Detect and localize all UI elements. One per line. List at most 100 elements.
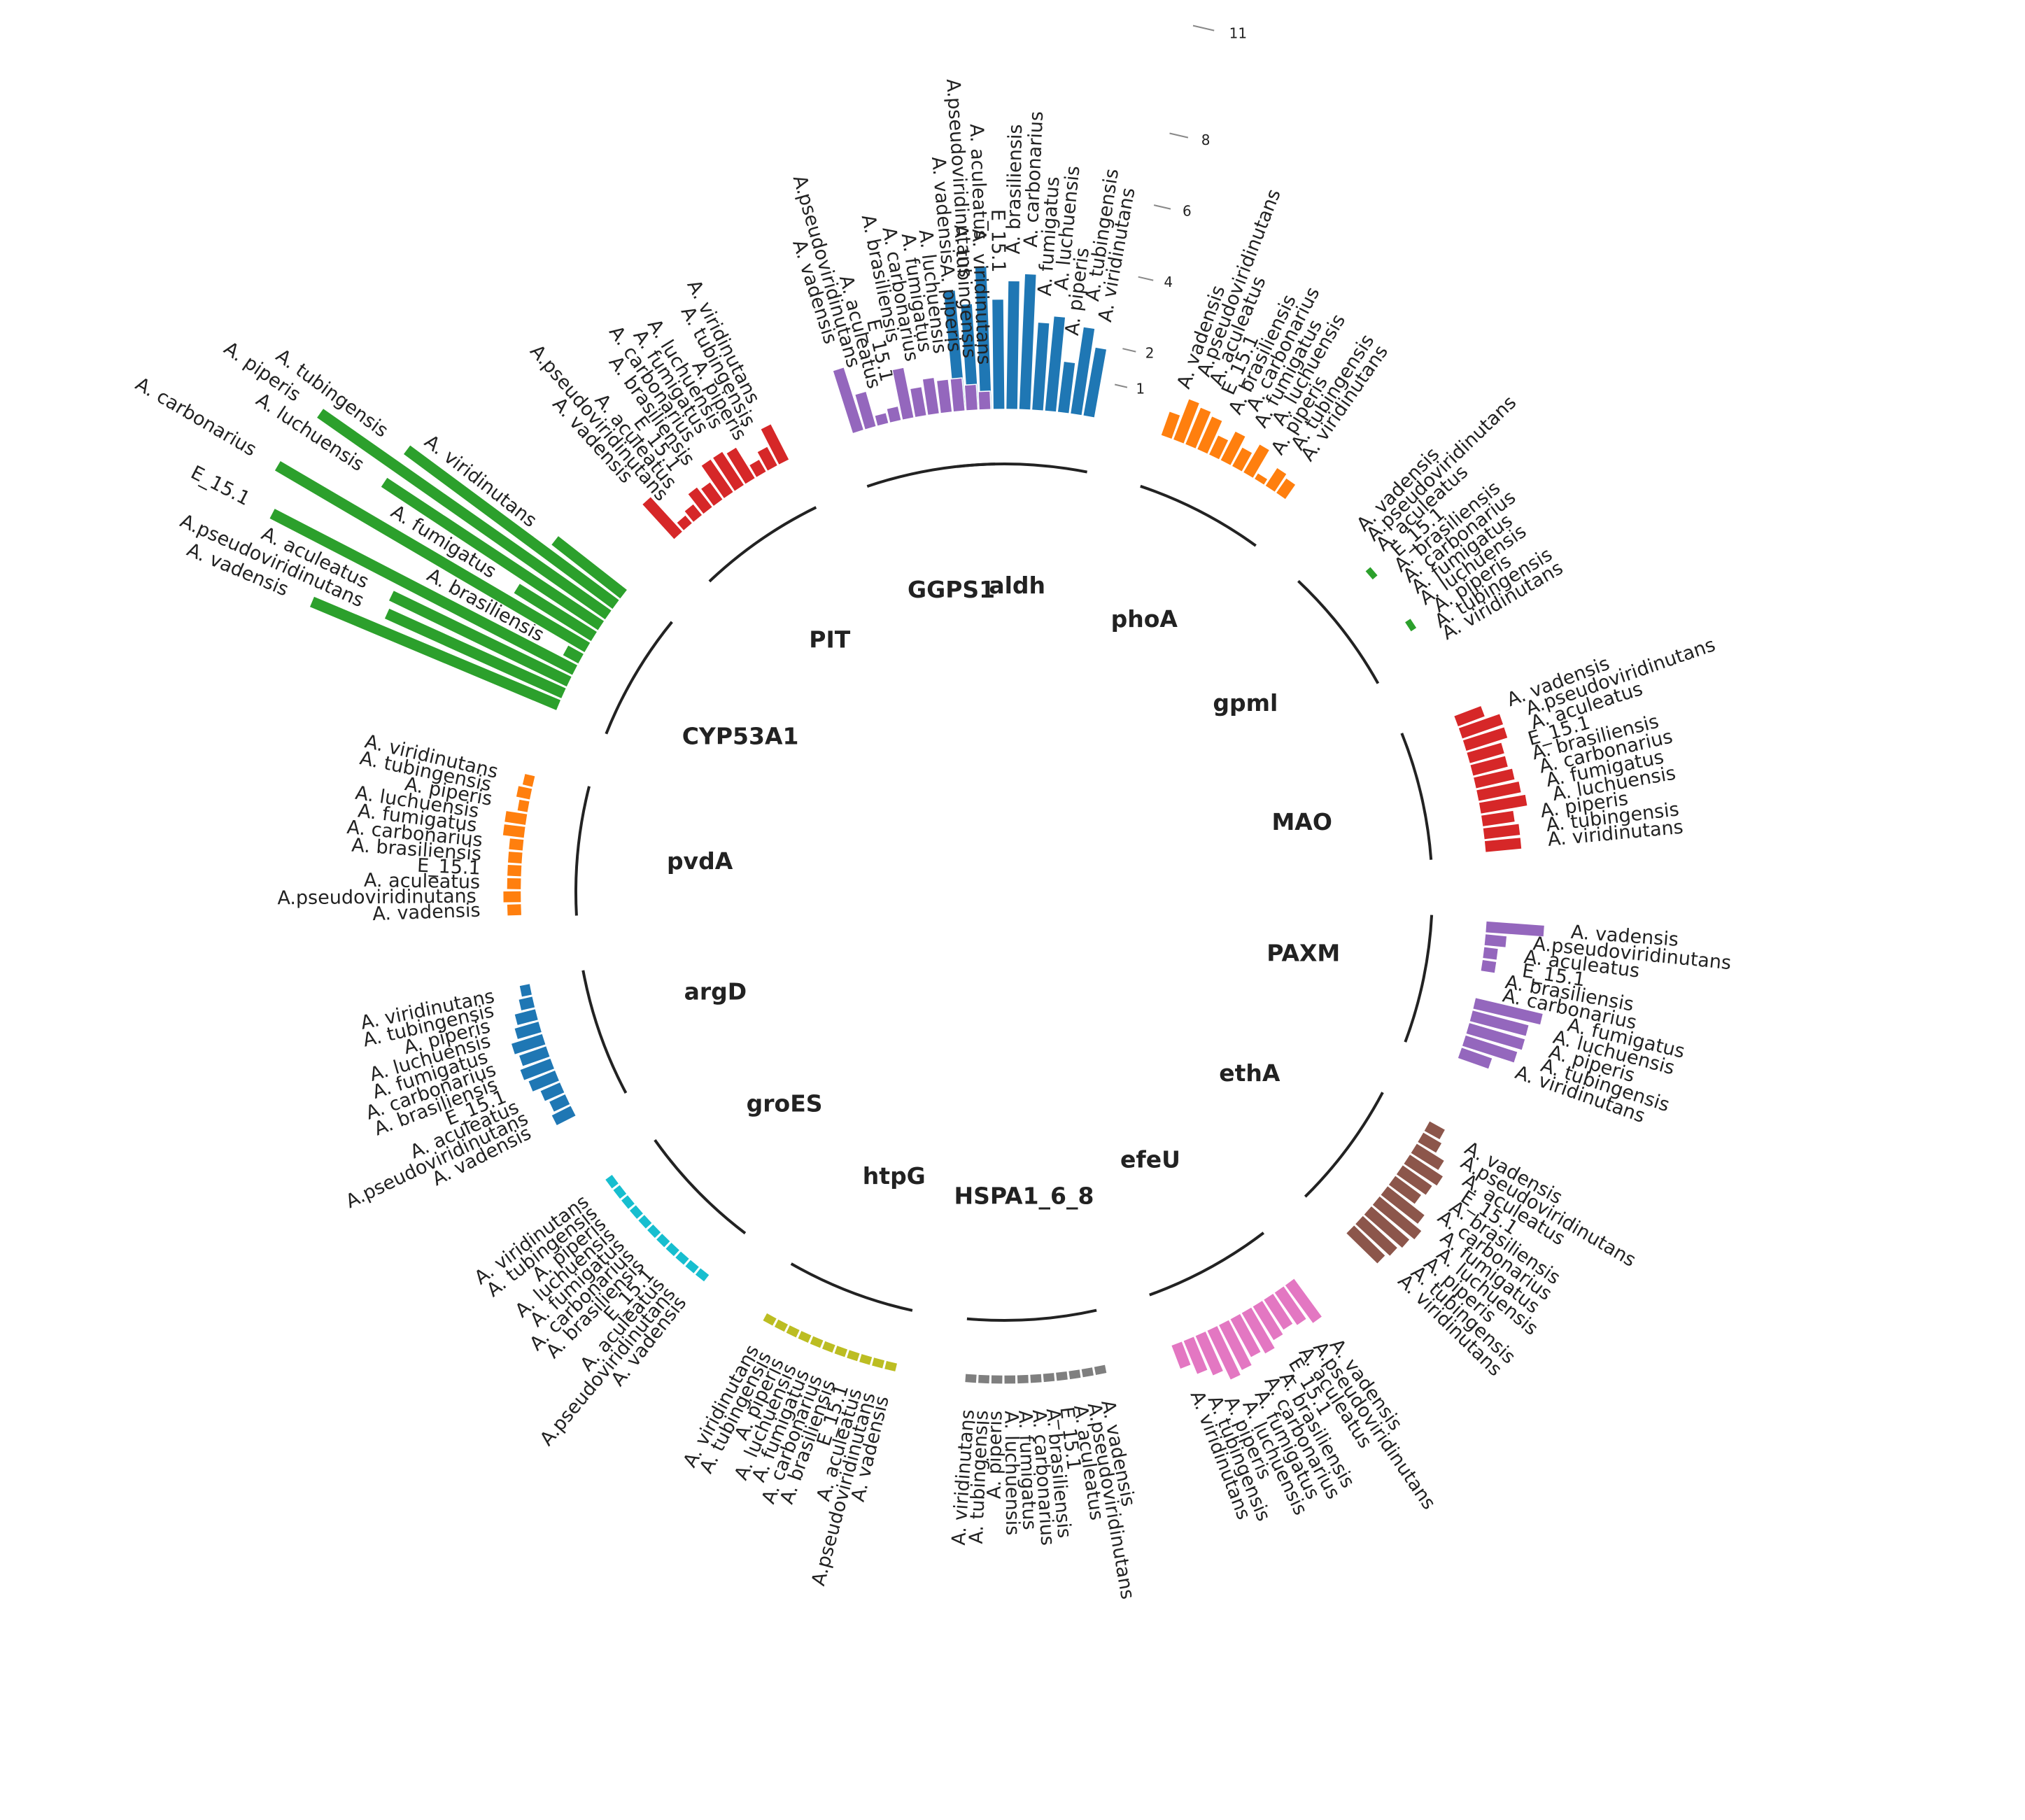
bar: GGPS1 – A. fumigatus: 1: [922, 376, 940, 416]
bar: MAO – A. viridinutans: 1: [1483, 836, 1523, 854]
bar: phoA – A. vadensis: 0.7: [1159, 410, 1182, 440]
bar: gpml – A. piperis: 0.2: [1404, 617, 1418, 633]
gene-group-cyp53a1: CYP53A1CYP53A1 – A. vadensis: 7.3A. vade…: [132, 337, 798, 749]
bar: PIT – A. tubingensis: 0.6: [756, 445, 779, 472]
species-label: A.pseudoviridinutans: [277, 886, 477, 910]
species-label: A. carbonarius: [132, 373, 260, 460]
bar: PIT – A. carbonarius: 1.1: [700, 458, 735, 500]
gene-arc: [1140, 484, 1257, 547]
bar: PIT – E_15.1: 0.7: [686, 486, 714, 516]
gene-group-pit: PITPIT – A. vadensis: 1.3A. vadensisPIT …: [525, 276, 851, 653]
bar: efeU – A. piperis: 1.2: [1194, 1329, 1225, 1377]
bar: CYP53A1 – A. tubingensis: 7.1: [402, 444, 621, 611]
species-label: E_15.1: [416, 855, 481, 880]
bar: efeU – A.pseudoviridinutans: 1.1: [1273, 1285, 1308, 1327]
bar: HSPA1_6_8 – A. vadensis: 0.25: [1093, 1363, 1108, 1376]
bar: aldh – A. fumigatus: 2.4: [1031, 321, 1050, 412]
gene-group-ggps1: GGPS1GGPS1 – A. vadensis: 1.8A. vadensis…: [788, 173, 995, 603]
bar: groES – A. luchuensis: 0.25: [628, 1204, 645, 1220]
bar: htpG – E_15.1: 0.25: [845, 1348, 861, 1363]
bar: htpG – A. luchuensis: 0.25: [796, 1329, 813, 1345]
bar: htpG – A.pseudoviridinutans: 0.25: [870, 1356, 886, 1370]
gene-label: efeU: [1120, 1145, 1180, 1173]
bar: argD – A. fumigatus: 0.9: [510, 1032, 547, 1056]
gene-group-efeu: efeUefeU – A. vadensis: 1.3A. vadensisef…: [1120, 1145, 1440, 1524]
bar: pvdA – A. aculeatus: 0.4: [506, 877, 523, 891]
species-label: A. viridinutans: [968, 228, 995, 365]
bar: GGPS1 – A. viridinutans: 0.5: [978, 390, 992, 411]
bar: GGPS1 – A. aculeatus: 0.3: [873, 411, 890, 428]
gene-arc: [866, 463, 996, 488]
bar: htpG – A. piperis: 0.25: [784, 1324, 801, 1339]
bar: PAXM – A. tubingensis: 1.5: [1461, 1034, 1519, 1064]
bar: ethA – A. piperis: 1.4: [1362, 1204, 1411, 1250]
gene-label: GGPS1: [908, 576, 995, 603]
bar: phoA – A. piperis: 0.2: [1253, 472, 1269, 486]
bar: phoA – A. carbonarius: 0.9: [1219, 430, 1247, 467]
bar: MAO – A. carbonarius: 1.1: [1472, 767, 1516, 790]
bar: ethA – A. brasiliensis: 1: [1395, 1164, 1434, 1197]
bar: pvdA – A. fumigatus: 0.6: [502, 823, 527, 839]
gene-arc: [1404, 915, 1434, 1043]
tick-mark: [1169, 132, 1189, 139]
gene-arc: [574, 786, 591, 916]
gene-group-hspa1-6-8: HSPA1_6_8HSPA1_6_8 – A. vadensis: 0.25A.…: [948, 1183, 1139, 1601]
bar: PAXM – A.pseudoviridinutans: 0.6: [1483, 933, 1508, 949]
bar: PIT – A. luchuensis: 1: [725, 446, 756, 486]
species-label: A. aculeatus: [364, 870, 481, 894]
tick-label: 6: [1183, 202, 1192, 219]
gene-label: groES: [747, 1090, 823, 1117]
gene-label: ethA: [1219, 1059, 1280, 1087]
gene-label: HSPA1_6_8: [954, 1183, 1094, 1210]
bar: HSPA1_6_8 – A. tubingensis: 0.25: [977, 1374, 991, 1385]
gene-label: PIT: [809, 626, 850, 654]
bar: argD – A. aculeatus: 0.6: [539, 1081, 566, 1103]
bar: argD – A. viridinutans: 0.3: [518, 982, 533, 999]
gene-label: argD: [684, 978, 747, 1006]
bar: htpG – A. carbonarius: 0.25: [821, 1339, 837, 1355]
gene-group-pvda: pvdApvdA – A. vadensis: 0.4A. vadensispv…: [277, 731, 733, 925]
bar: CYP53A1 – A. piperis: 9.6: [316, 407, 613, 621]
bar: ethA – A. carbonarius: 0.9: [1387, 1174, 1423, 1206]
bar: groES – A. aculeatus: 0.25: [674, 1250, 691, 1267]
gene-arc: [790, 1262, 913, 1312]
tick-label: 8: [1201, 132, 1211, 148]
bar: phoA – A. tubingensis: 0.6: [1264, 466, 1288, 493]
species-label: A. fumigatus: [1014, 1410, 1040, 1530]
gene-group-argd: argDargD – A. vadensis: 0.6A. vadensisar…: [342, 970, 747, 1213]
gene-group-phoa: phoAphoA – A. vadensis: 0.7A. vadensisph…: [1111, 186, 1392, 633]
bar: groES – A. brasiliensis: 0.25: [655, 1232, 672, 1249]
bar: efeU – A. aculeatus: 1: [1262, 1292, 1294, 1332]
gene-arc: [1149, 1232, 1265, 1297]
bar: CYP53A1 – A. viridinutans: 2.4: [550, 535, 629, 600]
gene-arc: [654, 1139, 747, 1235]
bar: groES – A. tubingensis: 0.25: [612, 1183, 628, 1201]
bar: groES – A.pseudoviridinutans: 0.25: [684, 1258, 700, 1275]
bar: efeU – A. luchuensis: 1.5: [1206, 1325, 1242, 1381]
radial-axis: 124681115: [1114, 25, 1247, 397]
bar: groES – A. fumigatus: 0.25: [637, 1213, 654, 1230]
bar: pvdA – E_15.1: 0.4: [506, 863, 523, 877]
bar: ethA – A.pseudoviridinutans: 0.6: [1416, 1131, 1444, 1155]
bar: PAXM – A. luchuensis: 1.6: [1468, 1009, 1530, 1038]
bar: GGPS1 – E_15.1: 0.4: [885, 405, 903, 424]
bar: pvdA – A. brasiliensis: 0.4: [507, 850, 524, 865]
bar: htpG – A. vadensis: 0.25: [883, 1360, 898, 1373]
bar: aldh – A. piperis: 1.4: [1057, 360, 1076, 415]
tick-mark: [1153, 204, 1171, 210]
tick-mark: [1122, 348, 1136, 353]
bar: argD – A.pseudoviridinutans: 0.5: [548, 1092, 572, 1113]
bar: MAO – A. piperis: 0.9: [1480, 810, 1516, 828]
gene-arc: [1297, 579, 1380, 684]
bar: MAO – A. vadensis: 0.8: [1453, 705, 1486, 728]
gene-group-mao: MAOMAO – A. vadensis: 0.8A. vadensisMAO …: [1271, 634, 1719, 860]
gene-label: htpG: [863, 1162, 926, 1190]
bar: MAO – A. brasiliensis: 1: [1469, 754, 1509, 777]
gene-label: phoA: [1111, 605, 1178, 633]
bar: CYP53A1 – A.pseudoviridinutans: 5.3: [383, 607, 567, 700]
species-label: E_15.1: [187, 462, 253, 510]
bar: CYP53A1 – A. carbonarius: 9.8: [273, 459, 592, 654]
gene-label: gpml: [1213, 689, 1278, 717]
bar: GGPS1 – A.pseudoviridinutans: 1: [854, 390, 877, 431]
